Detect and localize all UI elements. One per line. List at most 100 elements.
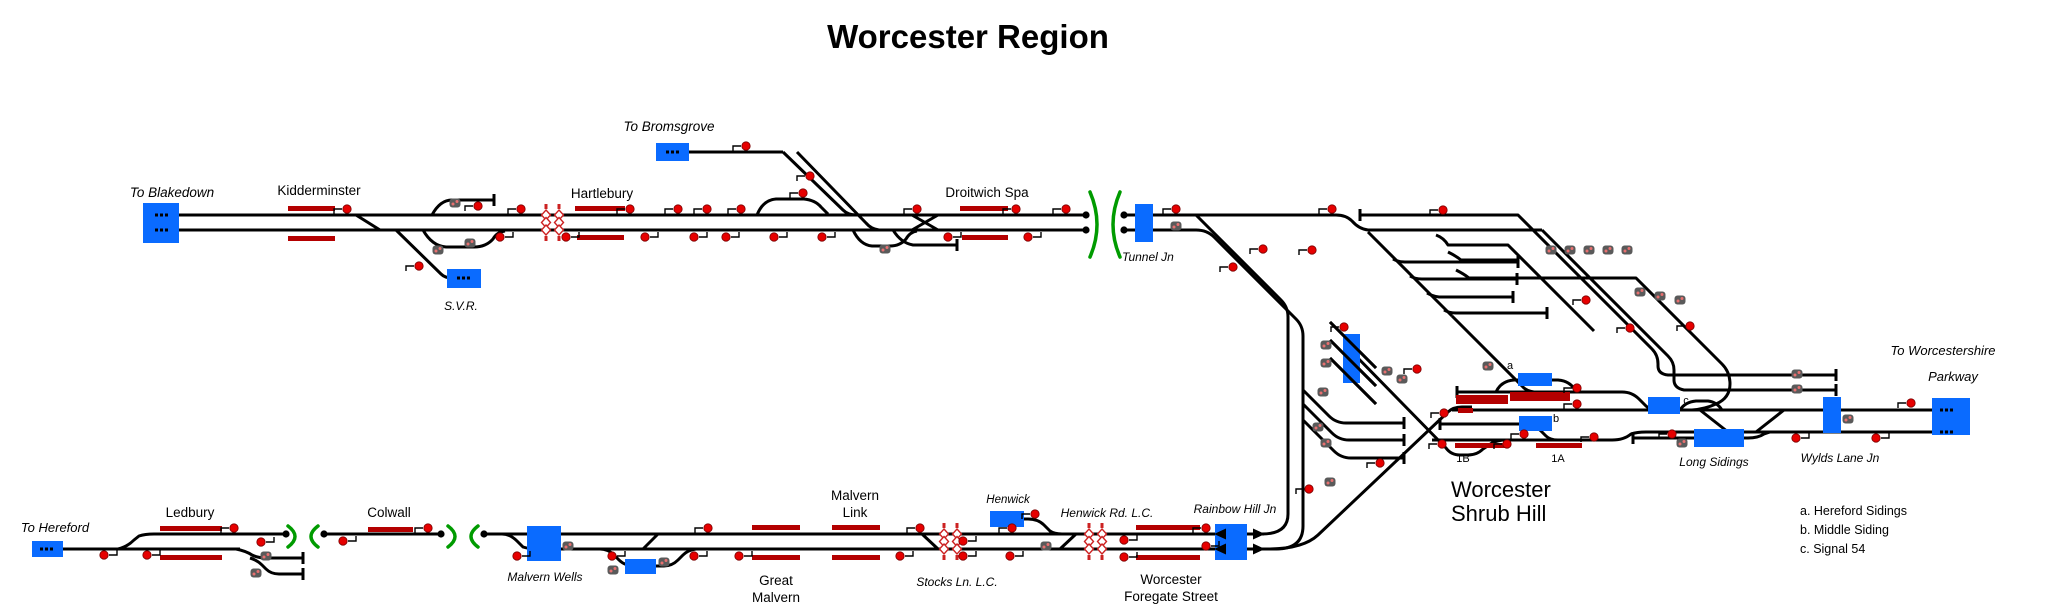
signal[interactable] (1171, 204, 1181, 214)
signal[interactable] (1439, 408, 1449, 418)
signal[interactable] (1030, 509, 1040, 519)
shunt-signal[interactable] (260, 551, 272, 561)
signal[interactable] (1201, 541, 1211, 551)
signal[interactable] (1061, 204, 1071, 214)
signal[interactable] (1307, 245, 1317, 255)
signal[interactable] (1625, 323, 1635, 333)
signal[interactable] (798, 188, 808, 198)
shunt-signal[interactable] (879, 244, 891, 254)
signal[interactable] (958, 551, 968, 561)
signal[interactable] (943, 232, 953, 242)
shunt-signal[interactable] (1676, 438, 1688, 448)
signal[interactable] (703, 523, 713, 533)
signal[interactable] (1871, 433, 1881, 443)
signal[interactable] (1572, 383, 1582, 393)
signal[interactable] (342, 204, 352, 214)
shunt-signal[interactable] (464, 238, 476, 248)
signal[interactable] (1791, 433, 1801, 443)
signal[interactable] (689, 232, 699, 242)
signal[interactable] (512, 551, 522, 561)
signal[interactable] (1519, 429, 1529, 439)
signal[interactable] (1906, 398, 1916, 408)
signal[interactable] (915, 523, 925, 533)
shunt-signal[interactable] (1312, 422, 1324, 432)
signal[interactable] (1437, 439, 1447, 449)
shunt-signal[interactable] (1791, 369, 1803, 379)
signal[interactable] (1667, 429, 1677, 439)
signal[interactable] (423, 523, 433, 533)
signal[interactable] (895, 551, 905, 561)
signal[interactable] (1589, 432, 1599, 442)
signal[interactable] (1572, 399, 1582, 409)
signal[interactable] (817, 232, 827, 242)
shunt-signal[interactable] (1320, 340, 1332, 350)
signal[interactable] (1304, 484, 1314, 494)
shunt-signal[interactable] (1564, 245, 1576, 255)
signal[interactable] (473, 201, 483, 211)
shunt-signal[interactable] (1654, 291, 1666, 301)
signal[interactable] (1119, 552, 1129, 562)
shunt-signal[interactable] (1545, 245, 1557, 255)
signal[interactable] (958, 536, 968, 546)
signal[interactable] (142, 550, 152, 560)
signal[interactable] (734, 551, 744, 561)
block-to-blakedown[interactable] (143, 203, 179, 243)
shunt-signal[interactable] (1320, 358, 1332, 368)
shunt-signal[interactable] (1674, 295, 1686, 305)
signal[interactable] (1375, 458, 1385, 468)
signal[interactable] (1023, 232, 1033, 242)
shunt-signal[interactable] (1621, 245, 1633, 255)
shunt-signal[interactable] (449, 198, 461, 208)
shunt-signal[interactable] (432, 245, 444, 255)
shunt-signal[interactable] (1170, 221, 1182, 231)
signal[interactable] (256, 537, 266, 547)
signal[interactable] (640, 232, 650, 242)
shunt-signal[interactable] (1324, 477, 1336, 487)
signal[interactable] (495, 232, 505, 242)
signal[interactable] (1119, 535, 1129, 545)
shunt-signal[interactable] (250, 568, 262, 578)
signal[interactable] (1007, 523, 1017, 533)
shunt-signal[interactable] (1583, 245, 1595, 255)
signal[interactable] (1502, 439, 1512, 449)
signal[interactable] (1581, 295, 1591, 305)
signal[interactable] (516, 204, 526, 214)
signal[interactable] (1438, 205, 1448, 215)
signal[interactable] (1228, 262, 1238, 272)
shunt-signal[interactable] (607, 565, 619, 575)
signal[interactable] (1339, 322, 1349, 332)
signal[interactable] (1685, 321, 1695, 331)
signal[interactable] (99, 550, 109, 560)
shunt-signal[interactable] (1317, 387, 1329, 397)
shunt-signal[interactable] (1634, 287, 1646, 297)
signal[interactable] (805, 171, 815, 181)
shunt-signal[interactable] (562, 541, 574, 551)
shunt-signal[interactable] (1791, 384, 1803, 394)
signal[interactable] (625, 204, 635, 214)
signal[interactable] (673, 204, 683, 214)
signal[interactable] (769, 232, 779, 242)
shunt-signal[interactable] (1040, 541, 1052, 551)
signal[interactable] (741, 141, 751, 151)
signal[interactable] (1258, 244, 1268, 254)
signal[interactable] (1005, 551, 1015, 561)
signal[interactable] (607, 551, 617, 561)
shunt-signal[interactable] (1482, 361, 1494, 371)
shunt-signal[interactable] (1320, 438, 1332, 448)
shunt-signal[interactable] (658, 557, 670, 567)
signal[interactable] (414, 261, 424, 271)
shunt-signal[interactable] (1842, 414, 1854, 424)
signal[interactable] (338, 536, 348, 546)
signal[interactable] (702, 204, 712, 214)
signal[interactable] (689, 551, 699, 561)
signal[interactable] (1011, 204, 1021, 214)
shunt-signal[interactable] (1602, 245, 1614, 255)
shunt-signal[interactable] (1396, 374, 1408, 384)
shunt-signal[interactable] (1381, 366, 1393, 376)
signal[interactable] (1327, 204, 1337, 214)
signal[interactable] (912, 204, 922, 214)
signal[interactable] (736, 204, 746, 214)
signal[interactable] (561, 232, 571, 242)
block-to-parkway[interactable] (1932, 398, 1970, 435)
signal[interactable] (229, 523, 239, 533)
